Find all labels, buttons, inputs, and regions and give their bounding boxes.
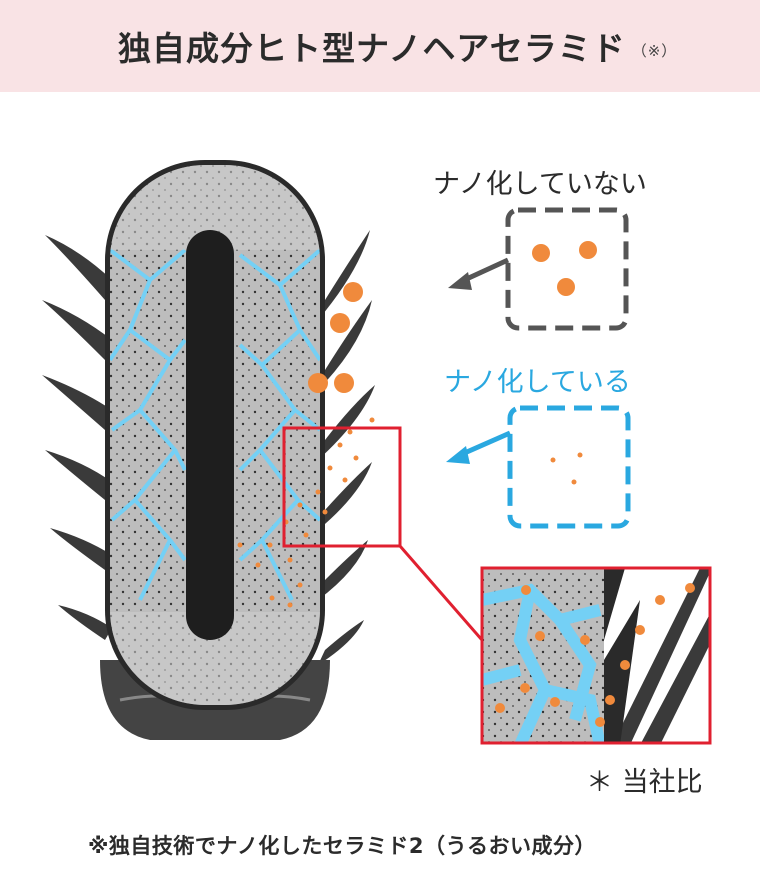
nano-particle-box	[507, 405, 631, 529]
title-banner: 独自成分ヒト型ナノヘアセラミド （※）	[0, 0, 760, 92]
label-nano: ナノ化している	[444, 367, 631, 398]
ceramide-network	[110, 248, 320, 601]
large-ceramide-particles	[308, 282, 363, 393]
footnote: ※独自技術でナノ化したセラミド2（うるおい成分）	[88, 834, 596, 858]
nano-ceramide-particles	[237, 417, 375, 608]
cuticle-left	[42, 235, 112, 640]
not-nano-particle-box	[505, 207, 629, 331]
nano-arrow-icon	[458, 430, 512, 458]
highlight-region-box	[282, 426, 402, 548]
page-title: 独自成分ヒト型ナノヘアセラミド （※）	[118, 22, 677, 70]
company-comparison-note: ＊ 当社比	[586, 767, 703, 798]
title-text: 独自成分ヒト型ナノヘアセラミド	[118, 29, 626, 68]
cuticle-right	[318, 230, 375, 665]
hair-cross-section-diagram	[42, 160, 712, 745]
hair-medulla	[186, 230, 234, 640]
label-not-nano: ナノ化していない	[433, 169, 647, 200]
zoom-inset	[480, 566, 712, 745]
title-footnote-mark: （※）	[631, 42, 678, 60]
